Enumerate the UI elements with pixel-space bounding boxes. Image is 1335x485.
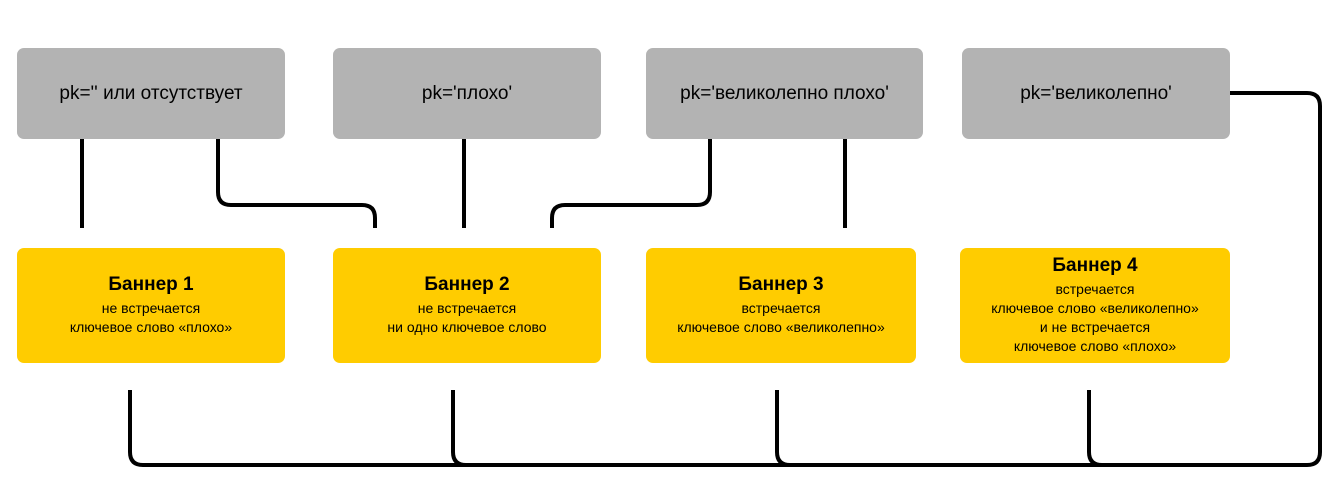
edge-cond1-banner1 [80,139,84,228]
banner-line-1-2: ключевое слово «плохо» [69,318,233,335]
banner-node-3[interactable]: Баннер 3 встречается ключевое слово «вел… [646,248,916,363]
condition-node-4[interactable]: pk='великолепно' [962,48,1230,139]
banner-line-4-1: встречается [1055,281,1135,298]
condition-node-3[interactable]: pk='великолепно плохо' [646,48,923,139]
banner-title-3: Баннер 3 [738,274,824,296]
edge-cond1-banner2 [216,139,377,228]
edge-bus-banner1 [128,390,144,467]
banner-line-2-1: не встречается [417,300,517,316]
banner-title-2: Баннер 2 [424,274,510,296]
edge-bus-banner3 [775,390,791,467]
condition-label-2: pk='плохо' [421,82,513,104]
condition-label-3: pk='великолепно плохо' [680,82,889,104]
banner-line-2-2: ни одно ключевое слово [387,318,547,335]
banner-line-4-3: и не встречается [1039,318,1151,335]
condition-label-4: pk='великолепно' [1020,82,1172,104]
edge-cond3-banner2 [550,139,712,228]
banner-node-4[interactable]: Баннер 4 встречается ключевое слово «вел… [960,248,1230,363]
condition-node-1[interactable]: pk='' или отсутствует [17,48,285,139]
banner-node-1[interactable]: Баннер 1 не встречается ключевое слово «… [17,248,285,363]
edge-bus-banner2 [451,390,467,467]
banner-line-1-1: не встречается [101,300,201,316]
condition-label-1: pk='' или отсутствует [59,82,243,104]
banner-line-3-1: встречается [741,300,821,316]
banner-title-1: Баннер 1 [108,274,194,296]
edge-bus-banner4 [1087,390,1103,467]
banner-line-4-4: ключевое слово «плохо» [1013,337,1177,354]
edge-cond2-banner2 [462,139,466,228]
condition-node-2[interactable]: pk='плохо' [333,48,601,139]
banner-line-4-2: ключевое слово «великолепно» [991,300,1199,316]
banner-node-2[interactable]: Баннер 2 не встречается ни одно ключевое… [333,248,601,363]
banner-title-4: Баннер 4 [1052,255,1138,277]
banner-line-3-2: ключевое слово «великолепно» [677,318,885,335]
edge-cond3-banner3 [843,139,847,228]
